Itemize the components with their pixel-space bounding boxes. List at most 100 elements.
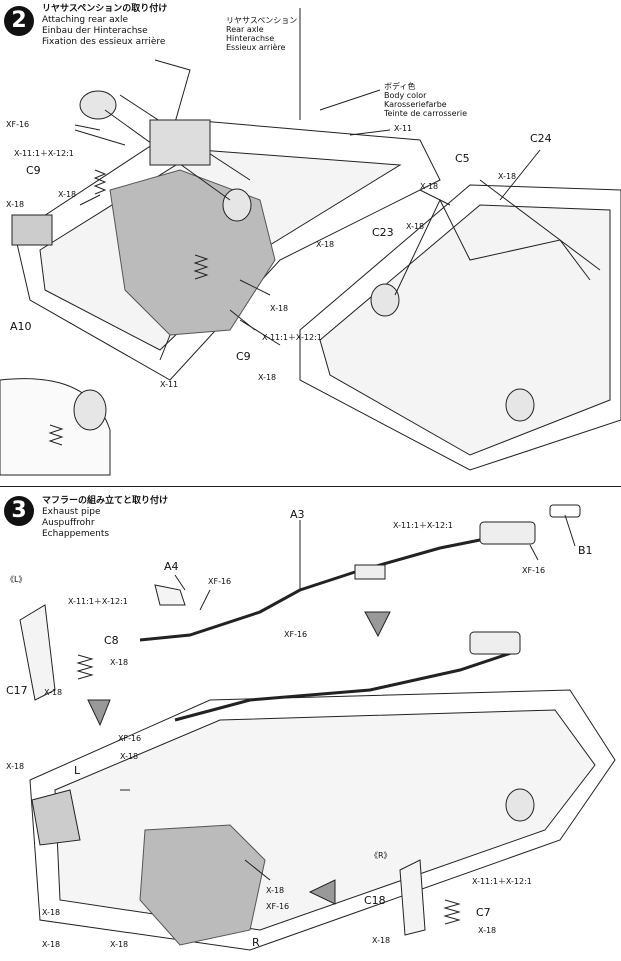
tail-pipe-b1 (549, 504, 581, 518)
title-fr: Fixation des essieux arrière (42, 37, 166, 47)
label-x18: X-18 (420, 182, 439, 191)
label-x18: X-18 (258, 373, 277, 382)
body-color-en: Body color (384, 91, 427, 100)
label-x18: X-18 (316, 240, 335, 249)
body-color-fr: Teinte de carrosserie (384, 109, 468, 118)
diff-housing (149, 119, 211, 166)
installed-exhaust (174, 648, 521, 722)
label-x18: X-18 (110, 940, 129, 949)
strut-bar (394, 198, 601, 296)
rear-axle-ja: リヤサスペンション (226, 16, 298, 25)
label-x18: X-18 (6, 200, 25, 209)
title-de: Einbau der Hinterachse (42, 26, 148, 36)
label-x18: X-18 (406, 222, 425, 231)
exhaust-pipe-a3 (139, 536, 491, 642)
label-a4: A4 (164, 560, 179, 573)
chassis-left-outline (14, 119, 441, 381)
title-de: Auspuffrohr (42, 518, 95, 528)
label-xf16: XF-16 (208, 577, 232, 586)
label-c17: C17 (6, 684, 28, 697)
front-block (11, 214, 53, 246)
label-x18: X-18 (270, 304, 289, 313)
resonator (354, 564, 386, 580)
label-a3: A3 (290, 508, 305, 521)
chassis-right-outline (299, 184, 621, 471)
rear-axle-de: Hinterachse (226, 34, 275, 43)
label-r: R (252, 936, 260, 949)
section-divider (0, 486, 621, 487)
chassis-right-floor (319, 204, 611, 456)
label-x18: X-18 (42, 940, 61, 949)
inset-spring (48, 424, 64, 446)
label-l: L (74, 764, 81, 777)
rear-axle-fr: Essieux arrière (226, 43, 286, 52)
label-xf16: XF-16 (266, 902, 290, 911)
label-x11-x12: X-11:1＋X-12:1 (68, 597, 128, 606)
part-c18 (399, 859, 426, 936)
label-x18: X-18 (6, 762, 25, 771)
brace-c24 (479, 179, 591, 281)
label-x11-x12: X-11:1＋X-12:1 (262, 333, 322, 342)
label-c5: C5 (455, 152, 470, 165)
inset-wheel (73, 389, 107, 431)
label-x18: X-18 (58, 190, 77, 199)
installed-muffler (469, 631, 521, 655)
label-x18: X-18 (42, 908, 61, 917)
label-c7: C7 (476, 906, 491, 919)
arrow-pointer (364, 611, 391, 638)
label-a10: A10 (10, 320, 32, 333)
body-color-de: Karosseriefarbe (384, 100, 447, 109)
label-x11-x12: X-11:1＋X-12:1 (472, 877, 532, 886)
spring-c8 (76, 654, 94, 680)
label-xf16: XF-16 (118, 734, 142, 743)
label-xf16: XF-16 (6, 120, 30, 129)
label-x18: X-18 (44, 688, 63, 697)
step-number: 2 (4, 6, 34, 36)
spring-c7 (443, 899, 461, 925)
left-panel (31, 789, 81, 846)
right-axle-wheel (370, 283, 400, 317)
step-number: 3 (4, 496, 34, 526)
fender-shade (139, 824, 266, 946)
title-fr: Echappements (42, 529, 110, 539)
part-c17 (19, 604, 56, 701)
axle-wheel-2 (222, 188, 252, 222)
label-c24: C24 (530, 132, 552, 145)
right-axle-wheel-2 (505, 388, 535, 422)
label-x11-x12: X-11:1＋X-12:1 (393, 521, 453, 530)
label-c9: C9 (236, 350, 251, 363)
spring-lower (193, 254, 209, 280)
label-x11: X-11 (394, 124, 413, 133)
step-title: リヤサスペンションの取り付け Attaching rear axle Einba… (42, 4, 167, 48)
label-x18: X-18 (498, 172, 517, 181)
arrow-pointer (87, 699, 111, 727)
spring-c9 (93, 169, 107, 195)
bracket-a4 (154, 584, 186, 606)
label-x11: X-11 (160, 380, 179, 389)
label-x18: X-18 (478, 926, 497, 935)
title-en: Attaching rear axle (42, 15, 128, 25)
label-c18: C18 (364, 894, 386, 907)
body-color-ja: ボディ色 (384, 82, 416, 91)
label-c9: C9 (26, 164, 41, 177)
muffler (479, 521, 536, 545)
label-c8: C8 (104, 634, 119, 647)
rear-wheel (505, 788, 535, 822)
label-right: 《R》 (370, 851, 392, 860)
callout-body-color: ボディ色 Body color Karosseriefarbe Teinte d… (384, 82, 467, 118)
rear-axle-en: Rear axle (226, 25, 264, 34)
label-x18: X-18 (110, 658, 129, 667)
label-c23: C23 (372, 226, 394, 239)
title-ja: マフラーの組み立てと取り付け (42, 496, 169, 506)
title-en: Exhaust pipe (42, 507, 101, 517)
label-x11-x12: X-11:1＋X-12:1 (14, 149, 74, 158)
label-xf16: XF-16 (522, 566, 546, 575)
label-b1: B1 (578, 544, 593, 557)
label-x18: X-18 (120, 752, 139, 761)
callout-rear-axle: リヤサスペンション Rear axle Hinterachse Essieux … (226, 16, 297, 52)
label-left: 《L》 (6, 575, 27, 584)
label-xf16: XF-16 (284, 630, 308, 639)
